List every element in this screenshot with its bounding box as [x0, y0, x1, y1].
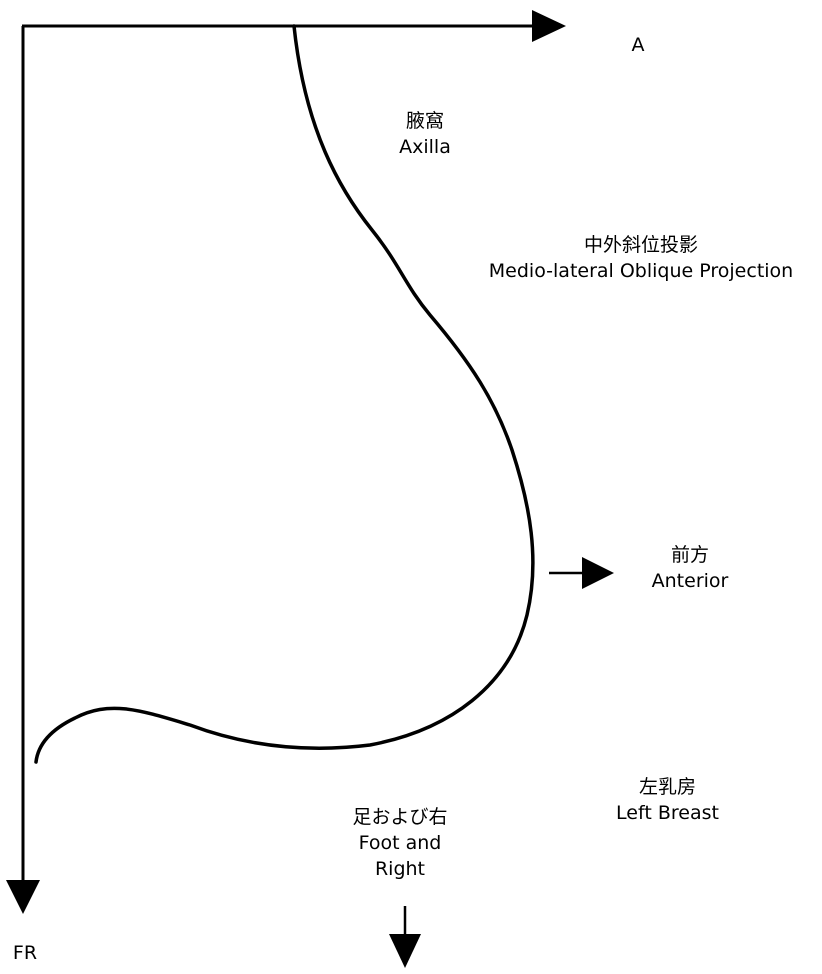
left-breast-label-en: Left Breast [616, 802, 719, 824]
left-axis-label: FR [0, 940, 50, 966]
anterior-label-ja: 前方 [670, 544, 709, 566]
projection-label-en: Medio-lateral Oblique Projection [488, 260, 794, 282]
anterior-arrowhead [582, 557, 614, 589]
breast-outline-curve [34, 24, 535, 764]
anterior-label: 前方 Anterior [630, 542, 750, 594]
foot-arrowhead [389, 934, 421, 968]
axilla-label-en: Axilla [399, 136, 451, 158]
left-axis-arrowhead [6, 880, 40, 914]
top-axis-label: A [618, 32, 658, 58]
axilla-label-ja: 腋窩 [405, 110, 444, 132]
foot-right-label-en-1: Foot and [358, 832, 442, 854]
projection-label: 中外斜位投影 Medio-lateral Oblique Projection [465, 232, 817, 284]
foot-right-label-en-2: Right [374, 858, 426, 880]
anterior-label-en: Anterior [651, 570, 729, 592]
left-breast-label-ja: 左乳房 [638, 776, 696, 798]
foot-right-label: 足および右 Foot and Right [325, 804, 475, 882]
top-axis-label-text: A [631, 34, 645, 56]
axilla-label: 腋窩 Axilla [370, 108, 480, 160]
foot-right-label-ja: 足および右 [352, 806, 448, 828]
top-axis-arrowhead [532, 10, 566, 42]
left-axis-label-text: FR [12, 942, 38, 964]
left-breast-label: 左乳房 Left Breast [595, 774, 740, 826]
projection-label-ja: 中外斜位投影 [583, 234, 698, 256]
